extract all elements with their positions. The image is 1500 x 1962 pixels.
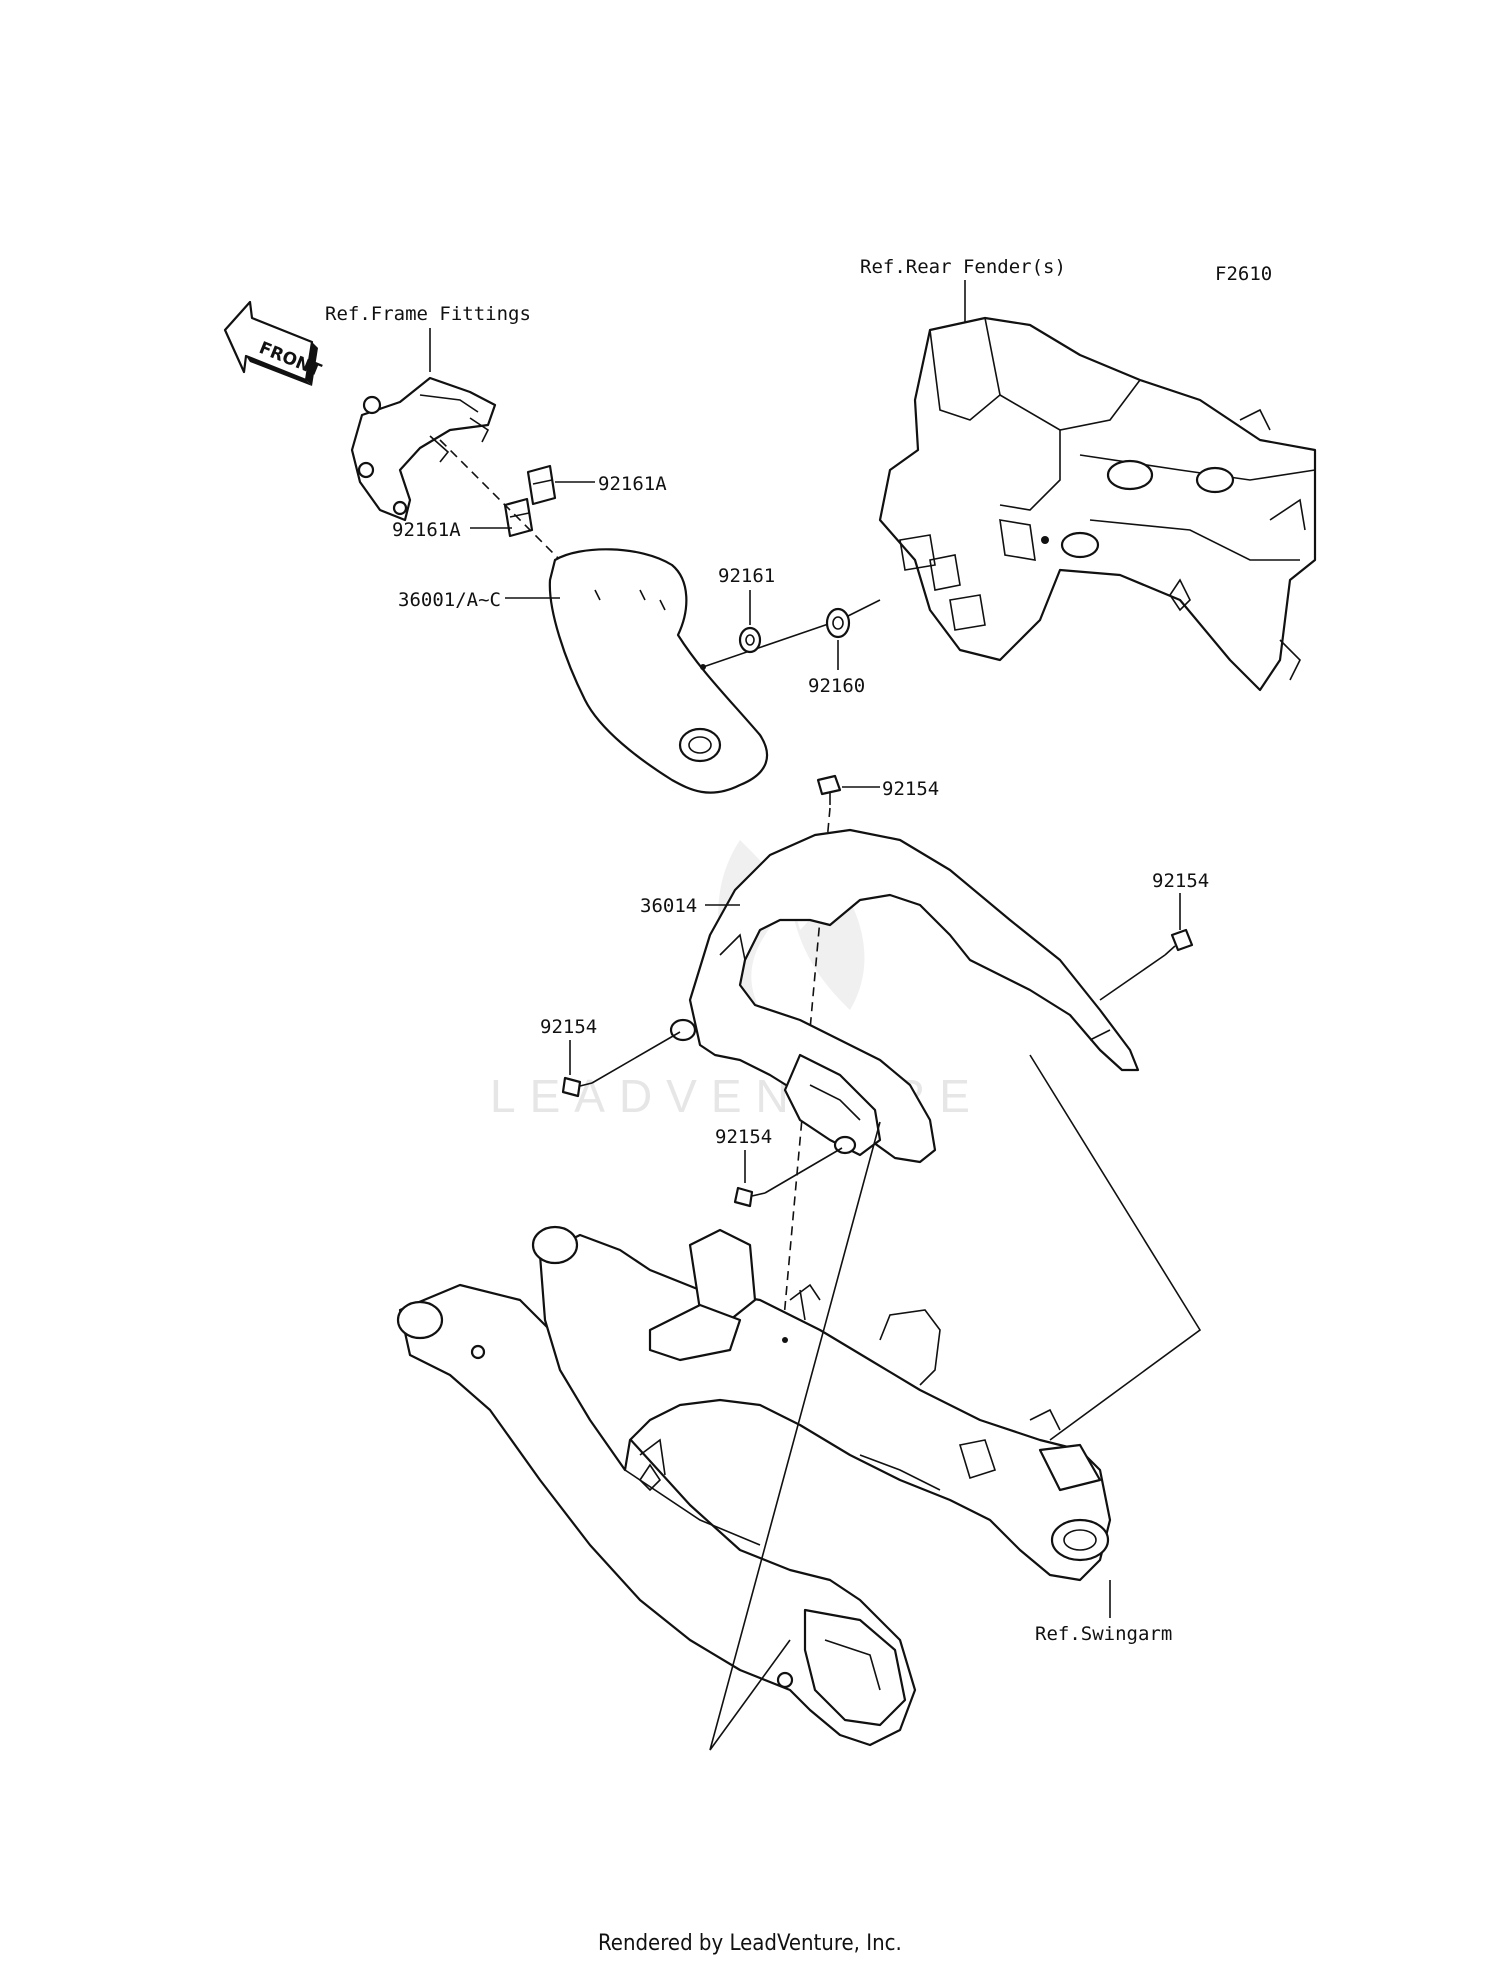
chain-cover-36014 bbox=[669, 828, 1140, 1164]
side-cover-36001 bbox=[548, 548, 769, 794]
bushing-92160 bbox=[825, 607, 851, 639]
ref-rear-fender-label: Ref.Rear Fender(s) bbox=[860, 256, 1066, 278]
part-36001-label: 36001/A~C bbox=[398, 589, 501, 611]
part-92161a-right-label: 92161A bbox=[598, 473, 667, 495]
bolt-92154-left bbox=[561, 1076, 593, 1098]
bolt-92154-lower bbox=[733, 1186, 766, 1208]
rear-fender-assembly bbox=[878, 316, 1317, 692]
washer-92161 bbox=[738, 626, 762, 654]
clip-92161a-right bbox=[526, 464, 557, 506]
swingarm bbox=[396, 1225, 1112, 1747]
part-92154-right-label: 92154 bbox=[1152, 870, 1209, 892]
part-92154-top-label: 92154 bbox=[882, 778, 939, 800]
ref-swingarm-label: Ref.Swingarm bbox=[1035, 1623, 1172, 1645]
part-36014-label: 36014 bbox=[640, 895, 697, 917]
part-92160-label: 92160 bbox=[808, 675, 865, 697]
part-92154-lower-label: 92154 bbox=[715, 1126, 772, 1148]
bolt-92154-top bbox=[816, 774, 842, 805]
footer-credit: Rendered by LeadVenture, Inc. bbox=[598, 1931, 902, 1956]
frame-fitting-bracket bbox=[350, 376, 497, 522]
front-arrow-icon: FRONT bbox=[223, 300, 324, 386]
ref-frame-fittings-label: Ref.Frame Fittings bbox=[325, 303, 531, 325]
part-92154-left-label: 92154 bbox=[540, 1016, 597, 1038]
part-92161a-left-label: 92161A bbox=[392, 519, 461, 541]
part-92161-label: 92161 bbox=[718, 565, 775, 587]
diagram-code: F2610 bbox=[1215, 263, 1272, 285]
bolt-92154-right bbox=[1164, 928, 1194, 956]
